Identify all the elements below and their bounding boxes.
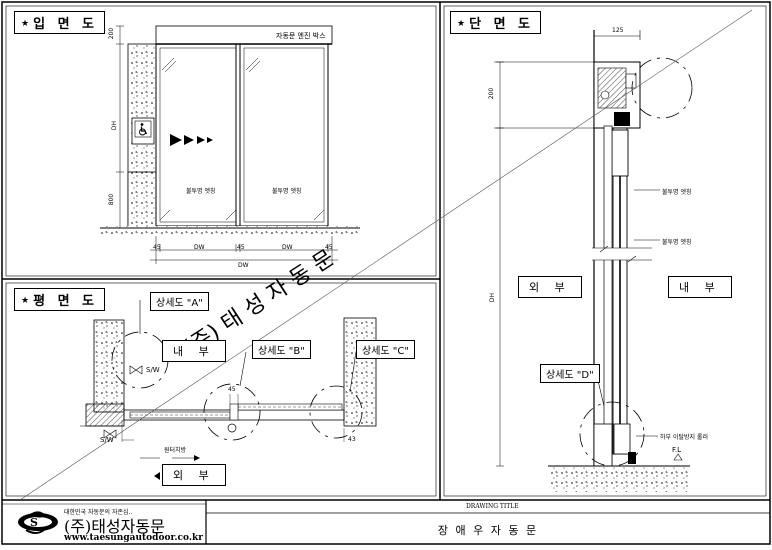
elevation-title: ★입 면 도 — [14, 11, 106, 34]
floor-elevation — [100, 226, 360, 234]
company-tagline: 대한민국 자동문의 자존심.. — [64, 509, 133, 516]
detail-a-label: 상세도 "A" — [150, 292, 209, 311]
dim-45-mid: 45 — [237, 244, 245, 251]
floor-level-label: F.L — [672, 446, 682, 454]
dim-125-section: 125 — [612, 27, 624, 34]
floor-section — [548, 466, 690, 492]
detail-d-label: 상세도 "D" — [540, 364, 600, 383]
sw-label-right: S/W — [146, 366, 160, 374]
open-direction-label: 원터치방 — [164, 447, 187, 454]
fixed-frame — [603, 125, 613, 467]
plan-inside-label: 내 부 — [162, 340, 226, 362]
company-name: (주)태성자동문 — [64, 517, 165, 536]
drawing-title: 장 애 우 자 동 문 — [437, 524, 539, 537]
company-logo: S — [18, 511, 58, 534]
detail-b-label: 상세도 "B" — [252, 340, 311, 359]
wheelchair-icon — [139, 123, 148, 136]
open-direction-arrow-icon — [194, 455, 200, 461]
left-arrow-icon — [154, 472, 160, 480]
dim-200-section: 200 — [488, 87, 496, 100]
drawing-title-label: DRAWING TITLE — [466, 503, 519, 510]
door-right-etching-label: 불투명 엣칭 — [272, 188, 302, 195]
etching-label-1: 불투명 엣칭 — [662, 189, 692, 196]
dim-43-plan: 43 — [348, 436, 356, 443]
plan-outside-label: 외 부 — [162, 464, 226, 486]
floor-level-icon — [673, 453, 683, 461]
engine-box-label: 자동문 엔진 박스 — [276, 32, 326, 40]
direction-arrows-icon — [170, 134, 213, 146]
dim-45-left: 45 — [153, 244, 161, 251]
dim-dh-elevation: DH — [111, 120, 119, 131]
sensor-switch-icon — [103, 429, 117, 439]
dim-200-elevation: 200 — [108, 27, 116, 40]
etching-label-2: 불투명 엣칭 — [662, 239, 692, 246]
door-left — [155, 43, 241, 227]
dim-dh-section: DH — [489, 292, 497, 303]
dim-800-elevation: 800 — [108, 193, 116, 206]
dim-total-width: DW — [238, 262, 249, 269]
door-right — [239, 43, 329, 227]
dim-dw-left: DW — [194, 244, 205, 251]
plan-left-wall — [93, 319, 125, 413]
elevation-view — [100, 25, 360, 264]
dim-dw-right: DW — [282, 244, 293, 251]
roller-label: 하부 이탈방지 롤러 — [660, 434, 708, 441]
section-view — [494, 30, 693, 492]
company-url: www.taesungautodoor.co.kr — [64, 533, 203, 543]
detail-circle-b — [203, 383, 261, 441]
section-title: ★단 면 도 — [450, 11, 542, 34]
plan-right-wall — [343, 317, 377, 427]
plan-title: ★평 면 도 — [14, 288, 106, 311]
sensor-switch-icon — [129, 365, 143, 375]
section-inside-label: 내 부 — [668, 276, 732, 298]
sw-label-left: S/W — [100, 436, 114, 444]
dim-45-right: 45 — [325, 244, 333, 251]
door-left-etching-label: 불투명 엣칭 — [186, 188, 216, 195]
watermark-line — [19, 9, 753, 501]
plan-view — [80, 300, 377, 480]
dim-45-plan: 45 — [228, 386, 236, 393]
detail-circle-section-top — [631, 57, 693, 119]
detail-circle-c — [309, 385, 363, 439]
detail-c-label: 상세도 "C" — [356, 340, 415, 359]
svg-text:S: S — [30, 516, 38, 529]
section-outside-label: 외 부 — [518, 276, 582, 298]
